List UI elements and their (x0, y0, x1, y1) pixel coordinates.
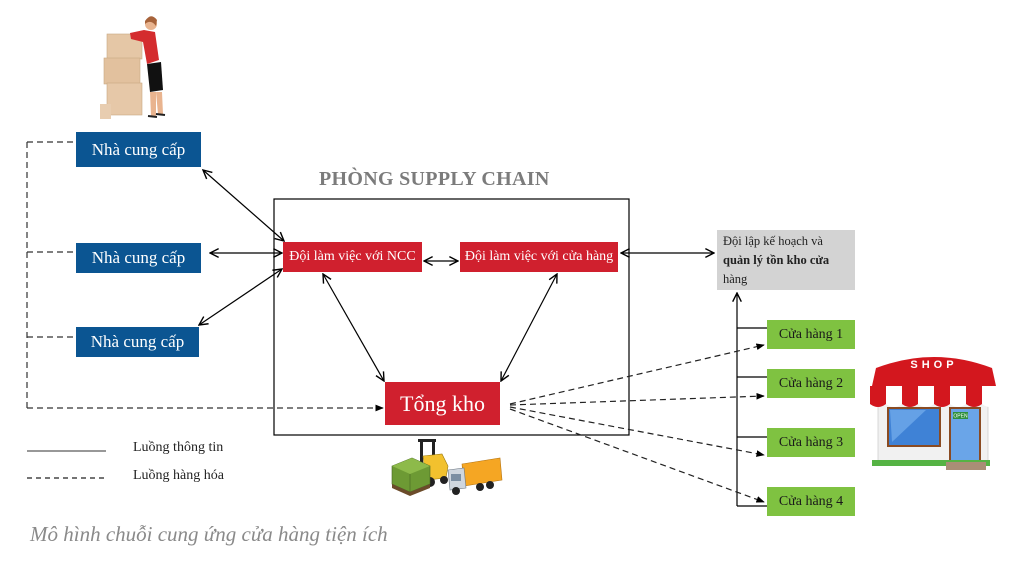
department-title: PHÒNG SUPPLY CHAIN (319, 168, 550, 190)
info-flow-suppliers (199, 170, 714, 381)
store-box-2: Cửa hàng 2 (767, 369, 855, 398)
planning-line-1: Đội lập kế hoạch và (723, 234, 823, 248)
supplier-box-1: Nhà cung cấp (76, 132, 201, 167)
central-warehouse-box: Tổng kho (385, 382, 500, 425)
supplier-box-2: Nhà cung cấp (76, 243, 201, 273)
store-label: Cửa hàng 2 (778, 375, 844, 391)
store-label: Cửa hàng 1 (778, 326, 844, 342)
planning-team-box: Đội lập kế hoạch và quản lý tồn kho cửa … (717, 230, 855, 290)
supplier-team-box: Đội làm việc với NCC (283, 242, 422, 272)
supplier-label: Nhà cung cấp (91, 248, 186, 267)
store-team-label: Đội làm việc với cửa hàng (464, 249, 614, 264)
planning-line-3: hàng (723, 272, 748, 286)
warehouse-label: Tổng kho (400, 390, 485, 416)
shop-sign: SHOP (910, 359, 957, 371)
legend-info-flow-label: Luồng thông tin (133, 440, 224, 455)
planning-line-2: quản lý tồn kho cửa (723, 253, 830, 267)
goods-flow-stores (509, 343, 765, 503)
shop-door-sign: OPEN (953, 414, 968, 420)
store-box-1: Cửa hàng 1 (767, 320, 855, 349)
store-team-box: Đội làm việc với cửa hàng (460, 242, 618, 272)
store-label: Cửa hàng 4 (778, 493, 844, 509)
forklift-truck-icon (391, 439, 503, 496)
store-box-3: Cửa hàng 3 (767, 428, 855, 457)
diagram-caption: Mô hình chuỗi cung ứng cửa hàng tiện ích (30, 522, 388, 546)
supplier-box-3: Nhà cung cấp (76, 327, 199, 357)
goods-flow-suppliers (26, 141, 384, 412)
supplier-team-label: Đội làm việc với NCC (289, 249, 416, 264)
shop-icon: OPEN SHOP (870, 357, 998, 470)
store-label: Cửa hàng 3 (778, 434, 844, 450)
store-box-4: Cửa hàng 4 (767, 487, 855, 516)
info-flow-stores (737, 293, 767, 507)
supplier-label: Nhà cung cấp (91, 139, 186, 159)
supplier-label: Nhà cung cấp (90, 332, 185, 351)
person-with-boxes-icon (100, 16, 166, 119)
legend-goods-flow-label: Luồng hàng hóa (133, 468, 224, 483)
